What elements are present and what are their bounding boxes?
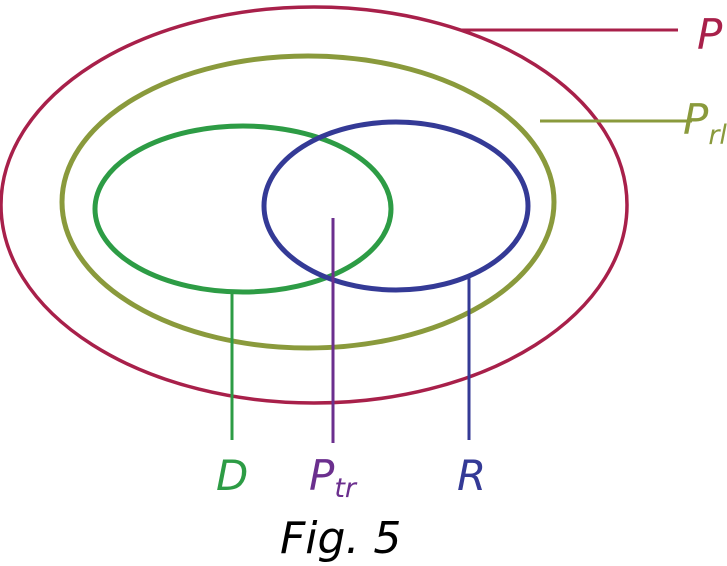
label-prl-sub: rl	[708, 120, 727, 151]
set-r-ellipse	[261, 119, 531, 293]
label-p: P	[697, 10, 723, 59]
set-d-ellipse	[92, 123, 394, 295]
set-prl-ellipse	[59, 53, 557, 351]
label-d: D	[216, 451, 248, 500]
set-p-ellipse	[0, 5, 629, 405]
figure-caption: Fig. 5	[280, 513, 401, 564]
label-r: R	[457, 451, 486, 500]
label-prl-main: P	[683, 95, 709, 144]
label-ptr-sub: tr	[334, 473, 358, 504]
label-ptr-main: P	[309, 451, 335, 500]
label-prl: Prl	[683, 95, 727, 151]
label-ptr: Ptr	[309, 451, 358, 504]
